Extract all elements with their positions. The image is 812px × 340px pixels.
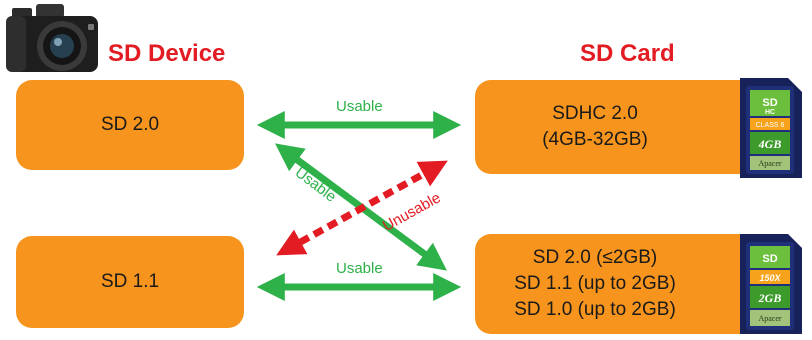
- sdhc-card-logo: SD: [762, 97, 777, 109]
- sd-card-image: SD 150X 2GB Apacer: [740, 234, 802, 334]
- sdhc-card-image: SD HC CLASS 6 4GB Apacer: [740, 78, 802, 178]
- svg-text:150X: 150X: [759, 273, 781, 283]
- card-sdhc-line-1: SDHC 2.0: [552, 103, 638, 124]
- svg-text:2GB: 2GB: [758, 291, 782, 305]
- camera-icon: [6, 4, 98, 72]
- card-sd-box: SD 2.0 (≤2GB) SD 1.1 (up to 2GB) SD 1.0 …: [475, 234, 755, 334]
- svg-text:Apacer: Apacer: [758, 314, 781, 323]
- bottom-usable-label: Usable: [336, 260, 383, 277]
- device-sd20-label: SD 2.0: [100, 114, 160, 135]
- card-sd-line-2: SD 1.1 (up to 2GB): [514, 273, 676, 294]
- svg-text:HC: HC: [765, 109, 775, 116]
- svg-text:Apacer: Apacer: [758, 159, 781, 168]
- card-sd-line-3: SD 1.0 (up to 2GB): [514, 299, 676, 320]
- device-heading: SD Device: [108, 40, 226, 67]
- card-sdhc-box: SDHC 2.0 (4GB-32GB): [475, 80, 755, 174]
- svg-text:CLASS 6: CLASS 6: [756, 122, 785, 129]
- card-sdhc-line-2: (4GB-32GB): [542, 129, 648, 150]
- device-sd20-box: SD 2.0: [16, 80, 244, 170]
- diagonal-unusable-arrow: [276, 160, 448, 256]
- card-heading: SD Card: [580, 40, 675, 67]
- device-sd11-label: SD 1.1: [100, 271, 160, 292]
- device-sd11-box: SD 1.1: [16, 236, 244, 328]
- card-sd-line-1: SD 2.0 (≤2GB): [532, 247, 658, 268]
- svg-text:4GB: 4GB: [758, 137, 782, 151]
- top-usable-label: Usable: [336, 98, 383, 115]
- sd-card-logo: SD: [762, 253, 777, 265]
